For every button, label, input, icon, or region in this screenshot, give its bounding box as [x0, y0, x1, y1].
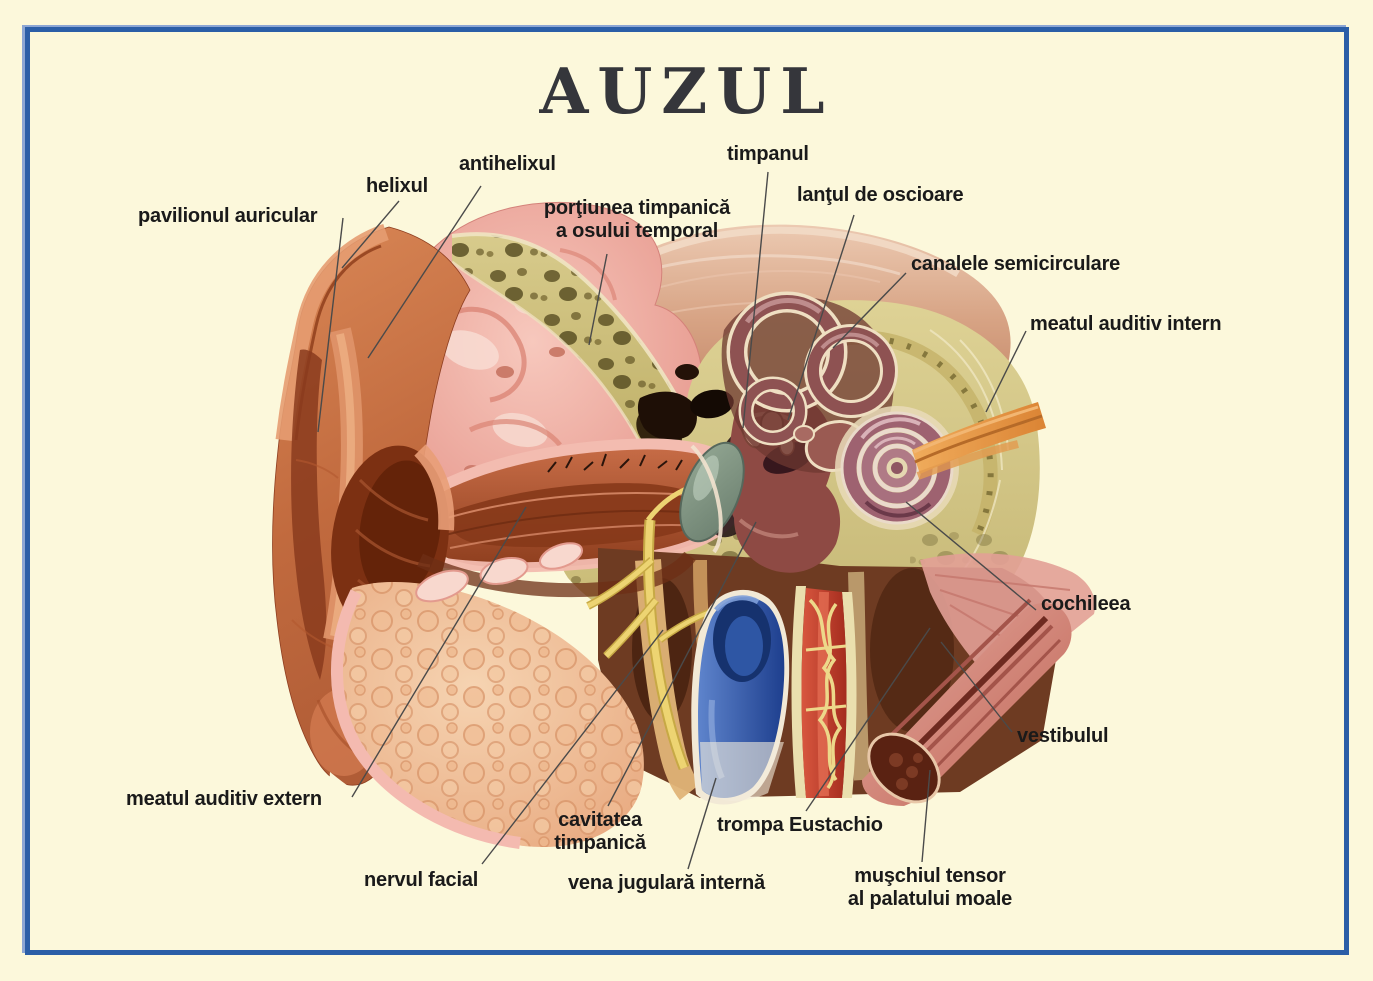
tensor-muscle: [862, 553, 1096, 806]
gland-tissue: [331, 542, 696, 849]
label-vestibulul: vestibulul: [1017, 725, 1109, 747]
label-helixul: helixul: [366, 175, 428, 197]
label-canalele-semicirculare: canalele semicirculare: [911, 253, 1121, 275]
jugular-vein: [691, 589, 790, 805]
facial-nerve: [586, 483, 712, 771]
label-cochileea: cochileea: [1041, 593, 1131, 615]
label-portiunea-timpanica: porţiunea timpanică a osului temporal: [543, 197, 731, 243]
label-lantul-de-oscioare: lanţul de oscioare: [797, 184, 964, 206]
bone-crevices: [637, 364, 734, 441]
label-antihelixul: antihelixul: [459, 153, 556, 175]
label-pavilionul-auricular: pavilionul auricular: [138, 205, 318, 227]
page-title: AUZUL: [539, 54, 834, 128]
background-fade: [320, 742, 1120, 910]
artery: [791, 586, 857, 798]
label-nervul-facial: nervul facial: [364, 869, 479, 891]
label-cavitatea-timpanica: cavitatea timpanică: [554, 809, 646, 855]
leader-lines: [317, 171, 1037, 870]
label-vena-jugulara-interna: vena jugulară internă: [568, 872, 765, 894]
label-muschiul-tensor: muşchiul tensor al palatului moale: [847, 865, 1013, 911]
cochlea: [835, 406, 959, 530]
label-meatul-auditiv-extern: meatul auditiv extern: [126, 788, 322, 810]
auditory-nerve: [912, 402, 1046, 480]
outer-ear: [272, 223, 471, 786]
canal-hairs: [547, 453, 683, 473]
label-trompa-eustachio: trompa Eustachio: [717, 814, 883, 836]
label-meatul-auditiv-intern: meatul auditiv intern: [1030, 313, 1222, 335]
label-timpanul: timpanul: [727, 143, 809, 165]
